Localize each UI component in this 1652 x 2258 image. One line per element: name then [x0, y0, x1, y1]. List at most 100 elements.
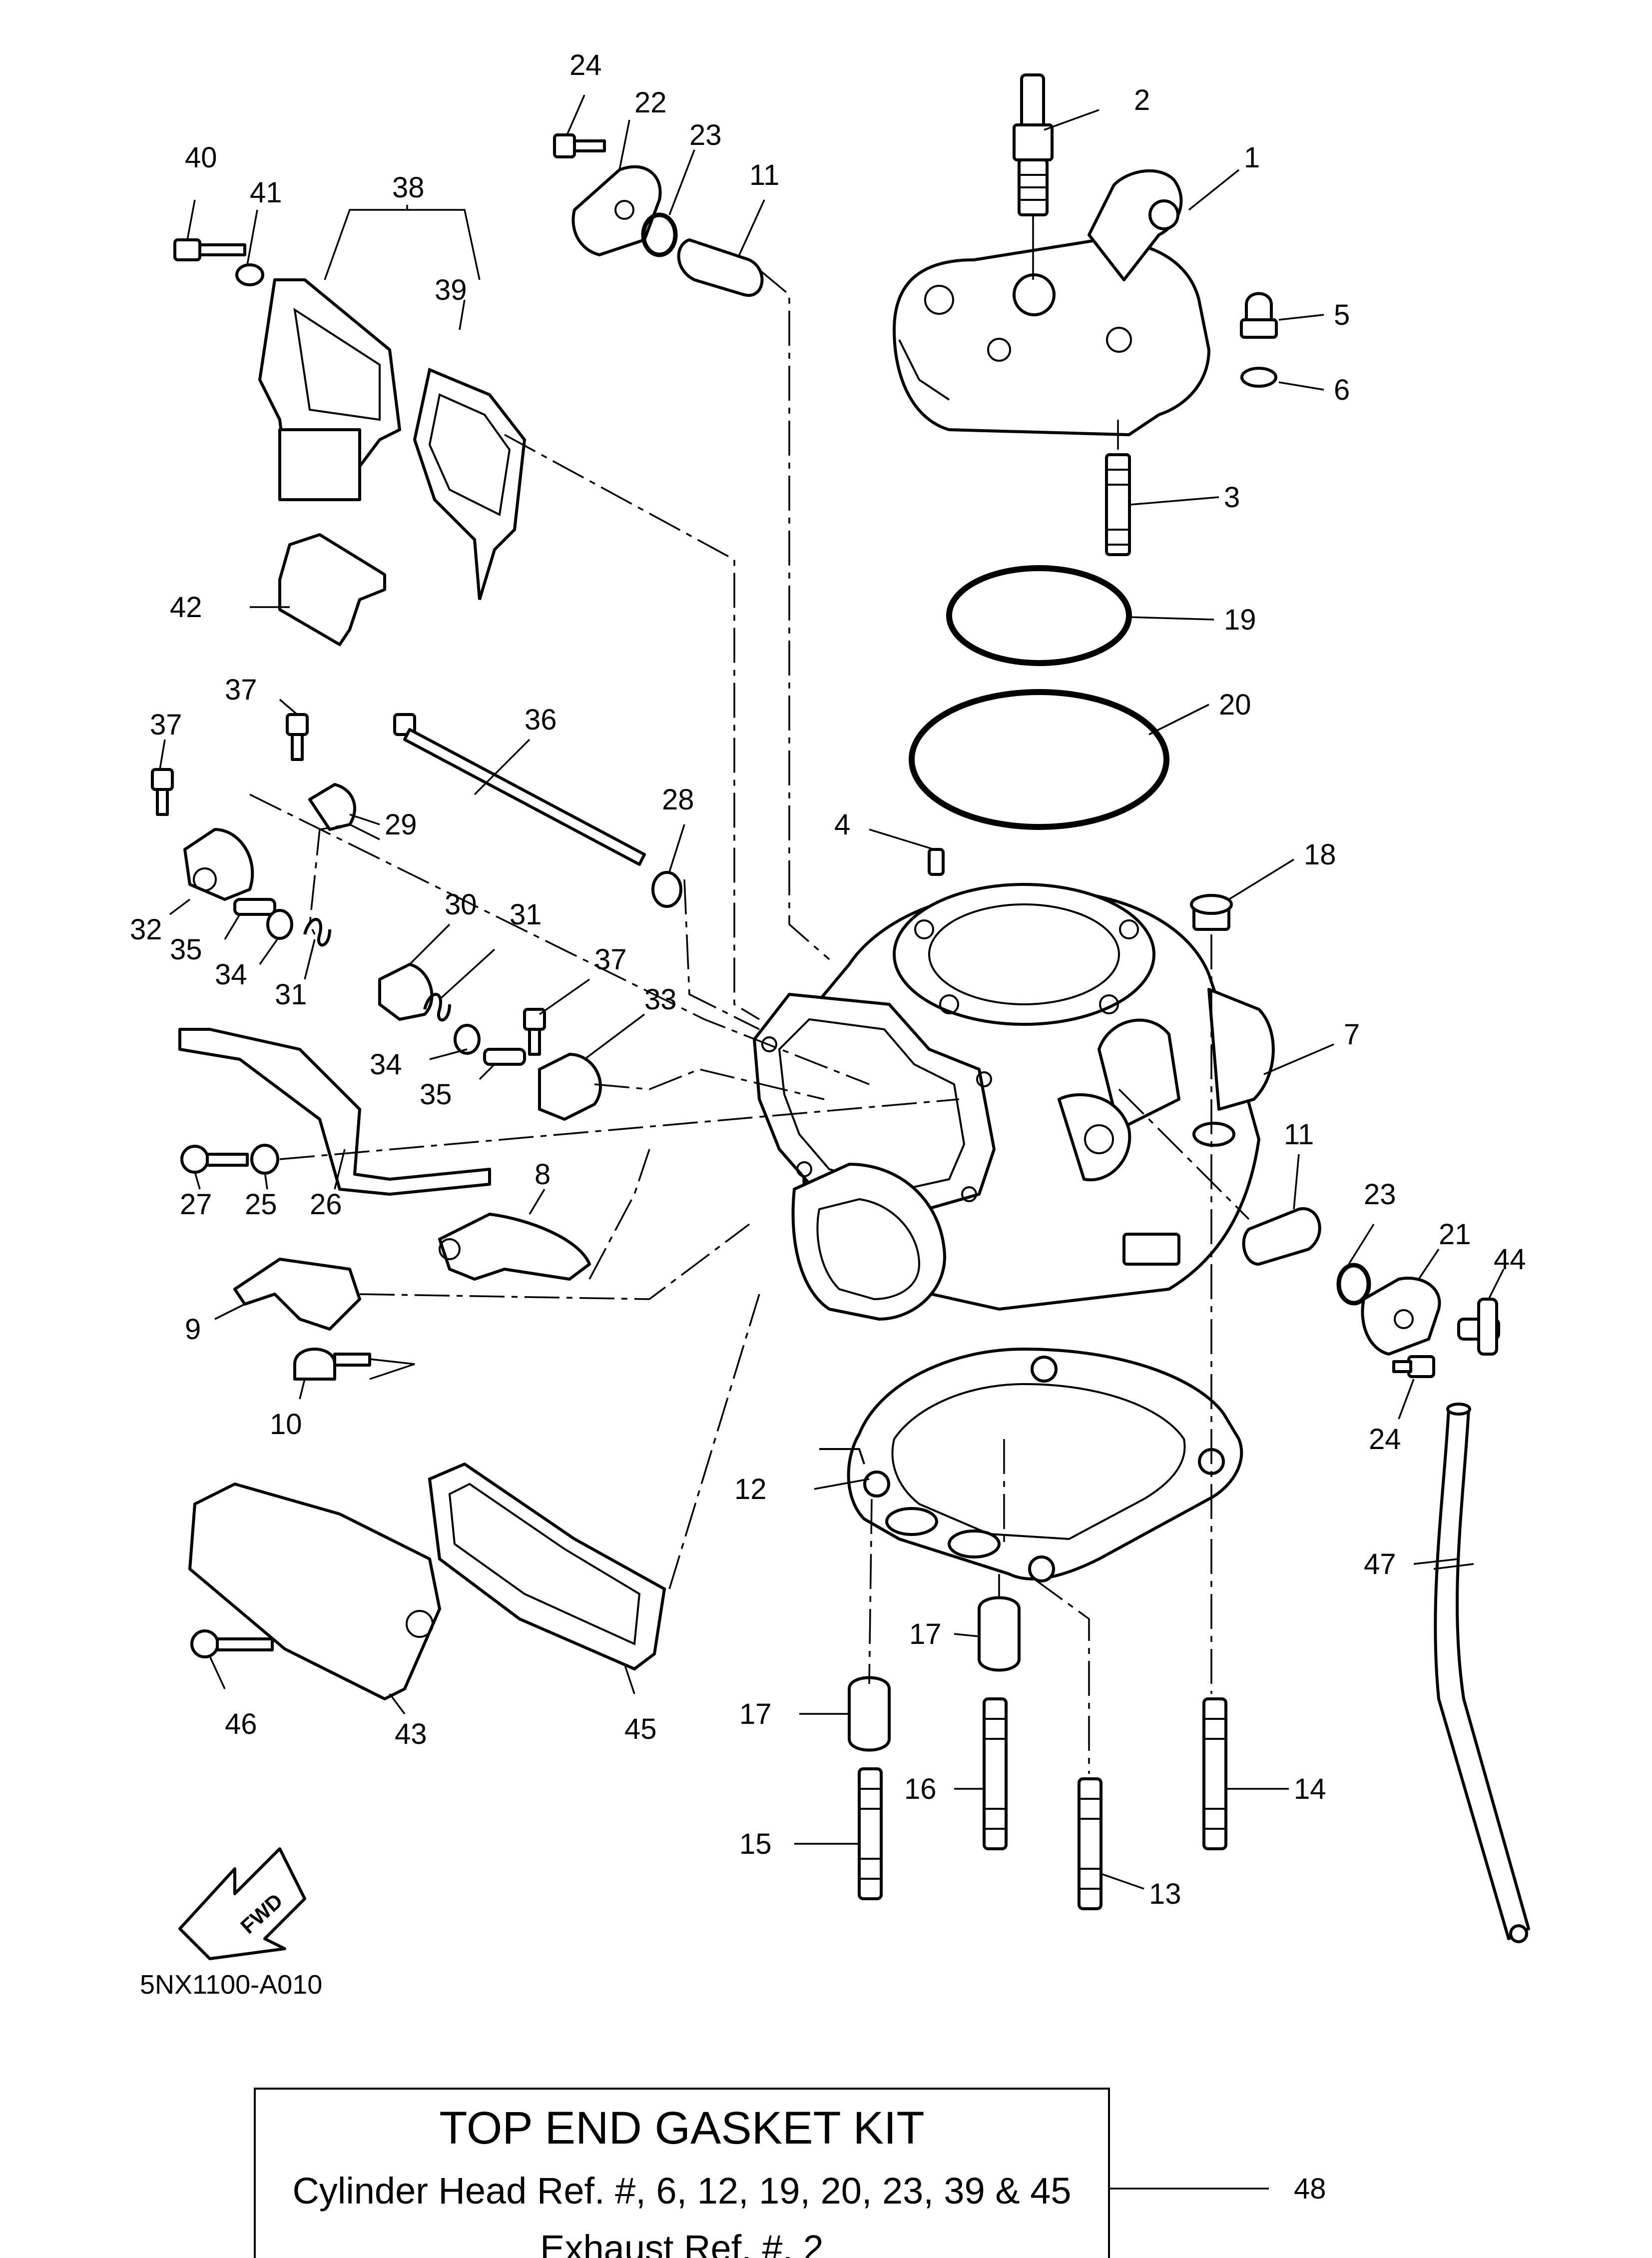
washer-41	[235, 263, 264, 286]
callout-1: 1	[1244, 141, 1260, 174]
callout-29: 29	[385, 808, 417, 841]
kit-line-1: Cylinder Head Ref. #, 6, 12, 19, 20, 23,…	[292, 2170, 1071, 2212]
callout-38: 38	[392, 171, 425, 204]
callout-10: 10	[270, 1408, 302, 1441]
spring-31a	[303, 918, 331, 947]
callout-20: 20	[1219, 689, 1251, 721]
bolt-27	[180, 1145, 249, 1174]
kit-ref: 48	[1294, 2173, 1326, 2205]
stud-16	[983, 1697, 1008, 1850]
callout-35a: 35	[170, 933, 202, 966]
callout-37c: 37	[594, 943, 627, 976]
stud-13	[1078, 1777, 1102, 1910]
callout-8: 8	[535, 1158, 551, 1191]
callout-31b: 31	[275, 978, 307, 1011]
bolt-40	[173, 238, 246, 261]
callout-32: 32	[130, 913, 162, 946]
callout-41: 41	[250, 176, 282, 209]
callout-40: 40	[185, 141, 217, 174]
breather-hose	[1434, 1403, 1530, 1943]
lever-32	[183, 828, 254, 901]
callout-13: 13	[1149, 1878, 1181, 1910]
valve-right	[1242, 1207, 1321, 1266]
bolt-right	[1392, 1355, 1435, 1378]
callout-9: 9	[185, 1313, 201, 1346]
callout-21: 21	[1439, 1218, 1471, 1251]
bolt-37a	[151, 768, 174, 816]
callout-23a: 23	[689, 119, 722, 151]
screw-46	[190, 1629, 274, 1658]
callout-17b: 17	[739, 1698, 772, 1730]
callout-39: 39	[435, 274, 467, 306]
fwd-arrow: FWD	[178, 1847, 306, 1960]
o-ring-left	[641, 212, 678, 257]
callout-27: 27	[180, 1188, 212, 1221]
callout-36: 36	[525, 704, 557, 736]
callout-2: 2	[1134, 84, 1150, 116]
head-stud	[1105, 453, 1131, 556]
callout-24a: 24	[569, 49, 602, 81]
bolt-10	[293, 1348, 371, 1381]
shaft-36	[393, 713, 646, 866]
valve-cover-plate	[258, 278, 401, 501]
callout-33: 33	[644, 983, 677, 1016]
washer-34	[266, 909, 293, 940]
reed-cover-43	[188, 1483, 441, 1700]
valve-cover-gasket	[413, 367, 527, 600]
callout-3: 3	[1224, 481, 1240, 514]
callout-37a: 37	[150, 709, 182, 741]
spark-plug	[1013, 73, 1054, 280]
lever-33	[538, 1053, 602, 1121]
knock-pin-upper	[978, 1596, 1021, 1672]
stud-15	[858, 1767, 883, 1900]
diagram-code: 5NX1100-A010	[140, 1970, 322, 2000]
callout-46: 46	[225, 1708, 257, 1740]
clip-9	[233, 1258, 361, 1331]
stud-14	[1202, 1697, 1227, 1850]
callout-7: 7	[1344, 1018, 1360, 1051]
callout-28: 28	[662, 783, 694, 816]
gasket-kit-box: TOP END GASKET KIT Cylinder Head Ref. #,…	[254, 2088, 1326, 2258]
washer-25	[250, 1144, 279, 1175]
callout-42: 42	[170, 591, 202, 624]
callout-4: 4	[834, 808, 850, 841]
washer-28	[651, 871, 682, 908]
base-gasket	[819, 1348, 1243, 1582]
cap-nut	[1240, 292, 1278, 339]
callout-5: 5	[1334, 299, 1350, 331]
callout-12: 12	[734, 1473, 767, 1505]
knock-pin-lower	[848, 1676, 891, 1752]
flange-bolt	[1190, 894, 1233, 931]
bracket-8	[438, 1213, 591, 1281]
callout-44: 44	[1494, 1243, 1526, 1276]
link-26	[178, 1028, 491, 1196]
holder-42	[278, 533, 386, 646]
washer	[1240, 367, 1277, 388]
valve-left	[677, 238, 764, 297]
reed-gasket-45	[428, 1462, 666, 1671]
callout-31a: 31	[510, 898, 542, 931]
callout-18: 18	[1304, 838, 1336, 871]
bolt-37c	[523, 1008, 546, 1056]
callout-47: 47	[1364, 1548, 1396, 1580]
o-ring-right	[1336, 1263, 1371, 1306]
leader-lines	[159, 94, 1505, 2190]
spring-31b	[423, 993, 451, 1022]
callout-22: 22	[634, 86, 667, 119]
callout-19: 19	[1224, 604, 1256, 636]
dowel-pin	[928, 848, 945, 876]
callout-14: 14	[1294, 1773, 1326, 1805]
o-ring-small	[946, 565, 1132, 666]
kit-title: TOP END GASKET KIT	[439, 2103, 924, 2154]
valve-cover-left	[571, 165, 662, 256]
callout-23b: 23	[1364, 1178, 1396, 1211]
callout-37b: 37	[225, 674, 257, 706]
bolt-left-top	[553, 133, 606, 158]
assembly-lines	[249, 269, 1250, 1774]
o-ring-large	[909, 689, 1169, 830]
callout-24b: 24	[1369, 1423, 1401, 1456]
callout-11b: 11	[1284, 1118, 1314, 1151]
washer-34b	[454, 1024, 481, 1055]
callout-15: 15	[739, 1828, 772, 1860]
